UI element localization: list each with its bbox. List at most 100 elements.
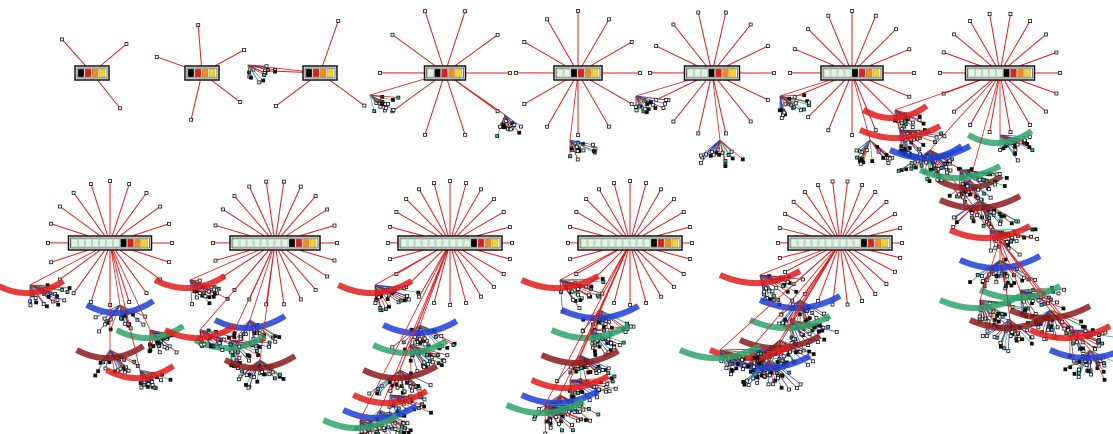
cluster-edge: [778, 299, 801, 324]
link-edge: [999, 239, 1071, 331]
spoke-edge: [577, 72, 610, 127]
cluster-edge: [499, 114, 506, 127]
cluster-edge: [359, 419, 389, 434]
network-node: [612, 301, 616, 305]
network-node: [584, 197, 589, 202]
hub-cell: [591, 68, 599, 78]
network-node: [93, 315, 98, 320]
network-node: [884, 200, 889, 204]
network-node: [780, 320, 785, 325]
cluster-edge: [700, 139, 721, 156]
network-node: [751, 364, 756, 369]
hub-cell: [1010, 68, 1017, 78]
cluster-arc: [938, 293, 1022, 311]
spoke-edge: [274, 242, 316, 291]
network-node: [659, 187, 663, 192]
hub-cell: [832, 238, 840, 248]
cluster-arc: [0, 278, 65, 297]
network-node: [257, 345, 262, 349]
spoke-edge: [711, 72, 752, 122]
hub-cell: [825, 238, 833, 248]
cluster-edge: [389, 394, 432, 414]
cluster-edge: [979, 199, 991, 228]
hub-cell: [804, 238, 812, 248]
hub-cell: [584, 68, 592, 78]
network-node: [977, 314, 982, 319]
network-node: [898, 226, 903, 231]
network-node: [574, 272, 579, 276]
network-node: [1065, 328, 1070, 333]
hub-cell: [85, 238, 92, 248]
network-node: [775, 360, 780, 364]
network-node: [1028, 123, 1032, 127]
network-node: [661, 106, 666, 110]
hub-cell: [427, 68, 434, 78]
spoke-edge: [999, 72, 1011, 133]
network-node: [653, 106, 658, 110]
network-node: [216, 286, 221, 291]
network-node: [28, 303, 33, 308]
network-node: [242, 48, 247, 52]
network-node: [784, 321, 789, 326]
cluster-arc: [342, 403, 419, 422]
network-node: [612, 345, 617, 350]
network-node: [995, 335, 1000, 340]
spoke-edge: [274, 181, 285, 244]
cluster-edge: [861, 139, 871, 160]
hub-cell: [470, 238, 478, 248]
hub-cell: [113, 238, 120, 248]
hub-cell: [818, 238, 826, 248]
spoke-edge: [989, 13, 1001, 74]
spoke-edge: [265, 181, 276, 244]
network-node: [830, 302, 835, 307]
hub-cell: [594, 238, 602, 248]
network-node: [436, 353, 440, 358]
cluster-arc: [362, 363, 439, 382]
network-node: [904, 167, 909, 172]
network-node: [491, 197, 496, 202]
network-node: [1000, 314, 1005, 319]
network-node: [148, 348, 153, 353]
network-node: [1001, 146, 1006, 151]
network-node: [426, 362, 431, 367]
network-node: [1086, 369, 1091, 374]
network-node: [744, 378, 749, 383]
network-node: [313, 287, 318, 292]
hub-inner-border: [555, 67, 601, 79]
network-node: [88, 182, 93, 186]
network-node: [993, 182, 997, 187]
cluster-edge: [959, 169, 990, 190]
network-node: [422, 404, 427, 409]
network-node: [968, 192, 973, 197]
network-node: [807, 331, 812, 336]
network-node: [610, 379, 615, 384]
network-node: [107, 360, 112, 365]
hub-cell: [650, 238, 658, 248]
spoke-edge: [817, 184, 841, 244]
cluster-edge: [769, 359, 801, 385]
cluster-arc: [678, 343, 762, 361]
network-node: [388, 257, 393, 262]
network-node: [921, 121, 926, 126]
network-node: [1049, 328, 1054, 332]
network-node: [984, 179, 989, 184]
network-node: [845, 179, 850, 184]
cluster-edge: [369, 94, 383, 105]
spoke-edge: [711, 72, 727, 134]
hub-cell: [580, 238, 588, 248]
cluster-edge: [599, 309, 624, 330]
network-node: [123, 321, 127, 326]
cluster-edge: [899, 129, 919, 133]
network-node: [197, 278, 202, 283]
network-node: [332, 223, 337, 228]
network-node: [416, 290, 421, 295]
spoke-edge: [613, 182, 631, 244]
network-node: [952, 109, 956, 114]
panel-step-13: [678, 179, 904, 392]
network-node: [910, 125, 915, 129]
network-node: [557, 421, 561, 426]
network-node: [909, 166, 914, 171]
network-node: [430, 360, 435, 365]
network-node: [634, 108, 639, 113]
network-node: [671, 119, 676, 124]
